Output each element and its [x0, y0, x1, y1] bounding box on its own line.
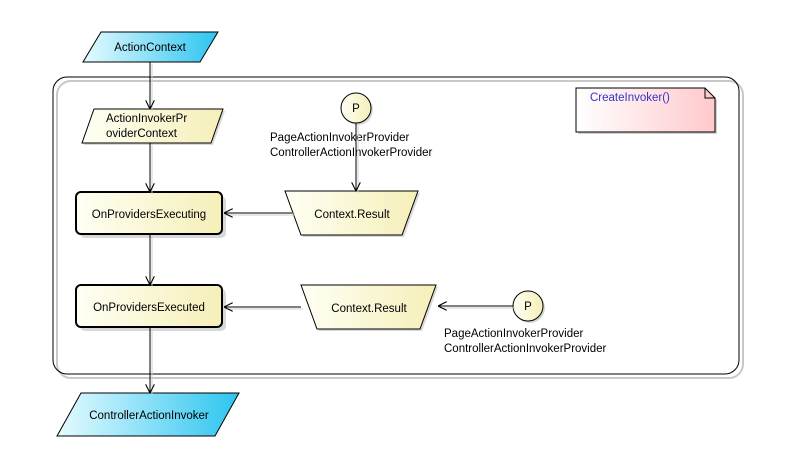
on-providers-executing-node: OnProvidersExecuting [75, 191, 226, 238]
action-context-label: ActionContext [114, 42, 186, 54]
controller-action-invoker-label: ControllerActionInvoker [89, 410, 209, 422]
provider-top-line2: ControllerActionInvokerProvider [270, 147, 433, 159]
action-context-node: ActionContext [82, 31, 219, 63]
provider-marker-top: P [340, 92, 373, 125]
controller-action-invoker-node: ControllerActionInvoker [56, 392, 240, 437]
provider-context-line2: oviderContext [106, 128, 178, 140]
provider-top-line1: PageActionInvokerProvider [270, 132, 410, 144]
provider-context-node: ActionInvokerPr oviderContext [81, 108, 225, 145]
on-providers-executed-label: OnProvidersExecuted [93, 302, 205, 314]
context-result-bottom-label: Context.Result [331, 303, 407, 315]
on-providers-executing-label: OnProvidersExecuting [92, 209, 206, 221]
provider-bottom-line2: ControllerActionInvokerProvider [444, 343, 607, 355]
invoker-region [52, 76, 744, 379]
provider-marker-top-label: P [352, 103, 360, 115]
provider-bottom-line1: PageActionInvokerProvider [444, 328, 584, 340]
note-text: CreateInvoker() [590, 92, 670, 104]
provider-marker-bottom: P [512, 290, 545, 323]
context-result-top-label: Context.Result [314, 209, 390, 221]
context-result-bottom-node: Context.Result [300, 284, 438, 331]
provider-context-line1: ActionInvokerPr [106, 113, 187, 125]
connectors [150, 62, 515, 395]
context-result-top-node: Context.Result [284, 190, 420, 237]
on-providers-executed-node: OnProvidersExecuted [75, 284, 226, 331]
provider-marker-bottom-label: P [524, 301, 532, 313]
create-invoker-note: CreateInvoker() [575, 87, 717, 134]
